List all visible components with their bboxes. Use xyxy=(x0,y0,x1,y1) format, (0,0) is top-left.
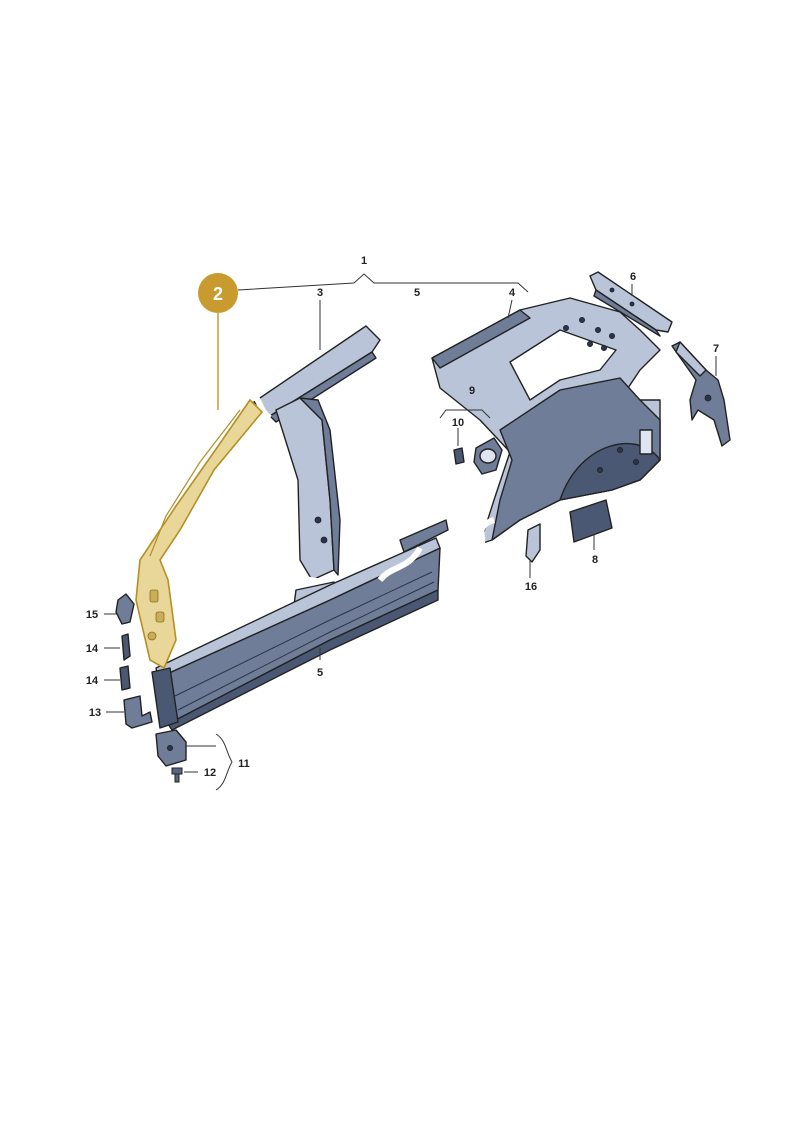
callout-10: 10 xyxy=(452,417,464,429)
callout-14-upper: 14 xyxy=(86,643,99,655)
part-3-side-frame[interactable] xyxy=(151,325,449,731)
part-10-filler-clip[interactable] xyxy=(453,447,465,465)
callout-11: 11 xyxy=(238,758,250,770)
part-12-bolt[interactable] xyxy=(171,767,183,783)
callout-9: 9 xyxy=(469,385,475,397)
part-6-roof-strip[interactable] xyxy=(589,271,673,337)
leader-lines xyxy=(104,284,717,791)
part-4-rear-side-panel[interactable] xyxy=(431,297,661,551)
callout-6: 6 xyxy=(630,271,636,283)
callout-label-2: 2 xyxy=(213,284,223,304)
group-1-bracket xyxy=(237,273,529,293)
callout-16: 16 xyxy=(525,581,537,593)
callout-12: 12 xyxy=(204,767,216,779)
callout-5-bottom: 5 xyxy=(317,667,323,679)
part-14-bracket-lower[interactable] xyxy=(119,665,131,691)
callout-labels: 1 3 5 4 6 7 9 10 8 16 5 15 14 14 13 11 1… xyxy=(86,255,719,779)
callout-14-lower: 14 xyxy=(86,675,99,687)
callout-1: 1 xyxy=(361,255,367,267)
callout-15: 15 xyxy=(86,609,98,621)
part-8-cover-plate[interactable] xyxy=(569,499,613,543)
part-11-hinge-plate[interactable] xyxy=(155,729,187,767)
part-14-bracket-upper[interactable] xyxy=(121,633,131,661)
callout-badge-2[interactable]: 2 xyxy=(198,273,238,410)
callout-5-top: 5 xyxy=(414,287,420,299)
part-2-a-pillar[interactable] xyxy=(135,398,264,670)
callout-7: 7 xyxy=(713,343,719,355)
callout-4: 4 xyxy=(509,287,516,299)
callout-8: 8 xyxy=(592,554,598,566)
part-13-bracket[interactable] xyxy=(123,695,153,729)
part-16-strip[interactable] xyxy=(525,523,541,563)
callout-3: 3 xyxy=(317,287,323,299)
callout-13: 13 xyxy=(89,707,101,719)
part-7-rear-bracket[interactable] xyxy=(671,341,731,447)
part-9-filler-housing[interactable] xyxy=(473,437,503,475)
part-15-bracket[interactable] xyxy=(115,593,135,625)
